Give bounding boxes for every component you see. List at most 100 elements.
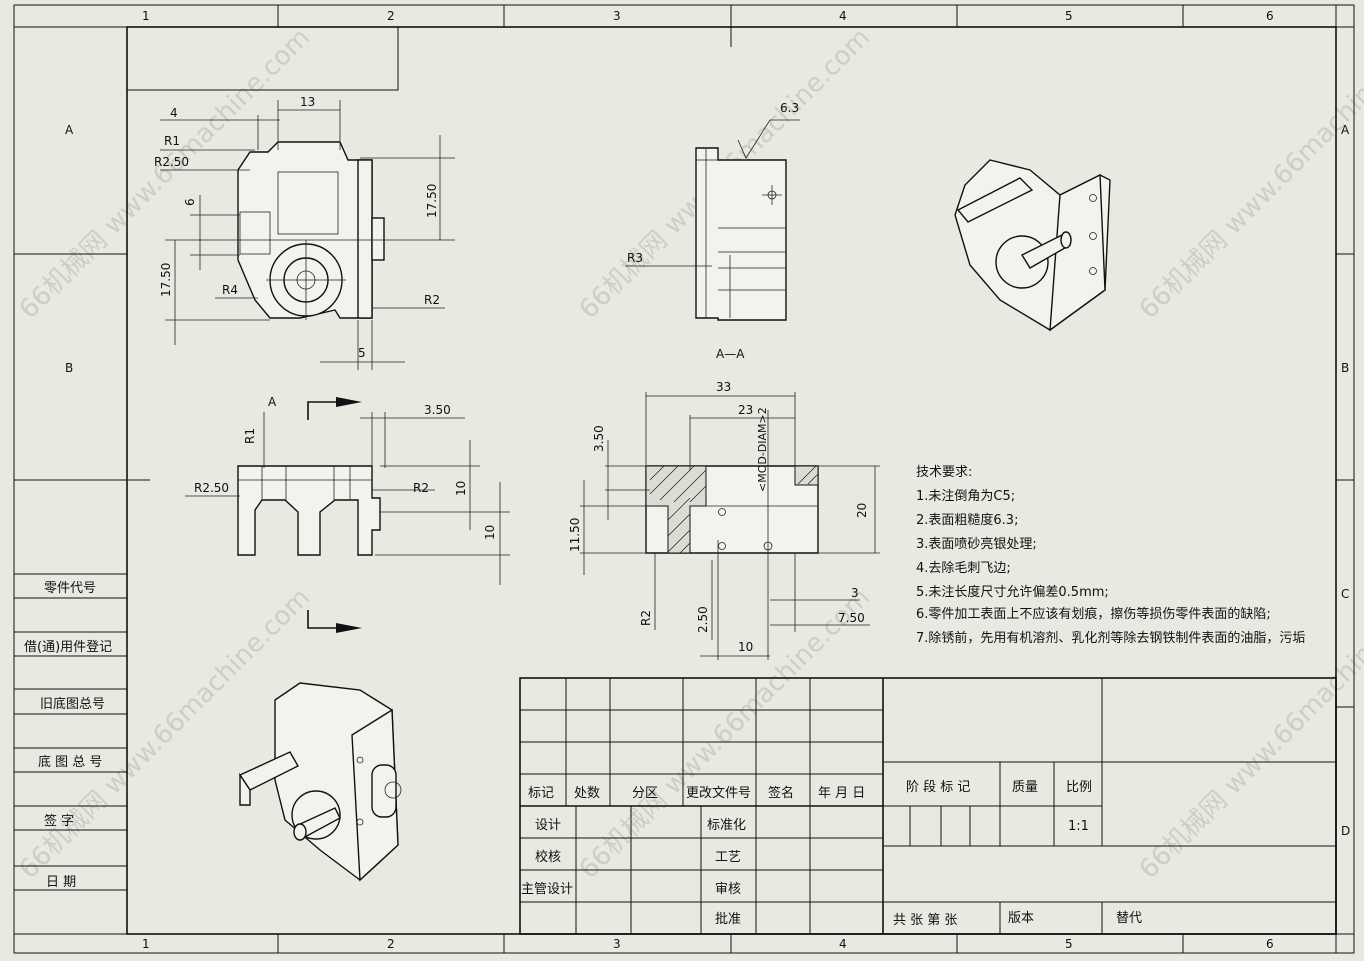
col-label: 2	[387, 937, 395, 951]
front-view: A R1 3.50 R2.50 R2 10 10	[185, 395, 510, 633]
tb-version: 版本	[1008, 911, 1034, 926]
watermark: 66机械网 www.66machine.com	[14, 583, 316, 885]
col-label: 1	[142, 937, 150, 951]
sec-dim-750: 7.50	[838, 611, 865, 625]
row-label: D	[1341, 824, 1350, 838]
left-registry: 零件代号 借(通)用件登记 旧底图总号 底 图 总 号 签 字 日 期	[14, 573, 127, 891]
top-view: 4 13 R1 R2.50 6 17.50 17.50 R4 R2 5	[154, 95, 455, 370]
front-dim-r1: R1	[243, 428, 257, 444]
dim-1750-left: 17.50	[159, 263, 173, 297]
watermark: 66机械网 www.66machine.com	[1134, 583, 1364, 885]
tech-req-item: 7.除锈前，先用有机溶剂、乳化剂等除去钢铁制件表面的油脂，污垢	[916, 630, 1305, 646]
front-dim-10a: 10	[454, 481, 468, 496]
dim-r2: R2	[424, 293, 440, 307]
isometric-view-bottom	[238, 682, 402, 882]
sec-dim-33: 33	[716, 380, 731, 394]
col-label: 1	[142, 9, 150, 23]
tb-change-doc: 更改文件号	[686, 786, 751, 801]
dim-6: 6	[183, 198, 197, 206]
front-dim-r250: R2.50	[194, 481, 229, 495]
borrowed-register-label: 借(通)用件登记	[24, 640, 112, 655]
side-dim-r3: R3	[627, 251, 643, 265]
tb-sign: 签名	[768, 785, 794, 801]
col-label: 3	[613, 9, 621, 23]
dim-4: 4	[170, 106, 178, 120]
front-dim-350: 3.50	[424, 403, 451, 417]
col-label: 5	[1065, 9, 1073, 23]
col-label: 3	[613, 937, 621, 951]
tech-req-item: 6.零件加工表面上不应该有划痕，擦伤等损伤零件表面的缺陷;	[916, 606, 1271, 622]
col-label: 6	[1266, 937, 1274, 951]
dim-1750-right: 17.50	[425, 184, 439, 218]
col-label: 4	[839, 9, 847, 23]
tb-count: 处数	[574, 786, 600, 801]
dim-13: 13	[300, 95, 315, 109]
row-label: A	[65, 123, 74, 137]
tb-approve: 批准	[715, 912, 741, 927]
tb-check: 校核	[535, 849, 561, 865]
watermark: 66机械网 www.66machine.com	[1134, 23, 1364, 325]
tb-zone: 分区	[632, 786, 658, 801]
section-label: A—A	[716, 347, 745, 361]
sec-dim-mod: <MOD-DIAM>2	[756, 407, 769, 492]
row-label: B	[1341, 361, 1349, 375]
date-label: 日 期	[46, 875, 76, 890]
dim-r4: R4	[222, 283, 238, 297]
tb-review: 审核	[715, 882, 741, 897]
signature-label: 签 字	[44, 813, 74, 829]
col-label: 5	[1065, 937, 1073, 951]
row-label: C	[1341, 587, 1349, 601]
tech-req-item: 3.表面喷砂亮银处理;	[916, 536, 1037, 552]
part-code-label: 零件代号	[44, 581, 96, 596]
col-label: 2	[387, 9, 395, 23]
tb-chief: 主管设计	[521, 882, 573, 897]
tb-date: 年 月 日	[818, 786, 865, 801]
tech-req-item: 5.未注长度尺寸允许偏差0.5mm;	[916, 584, 1109, 600]
dim-5: 5	[358, 346, 366, 360]
surface-finish: 6.3	[780, 101, 799, 115]
watermark: 66机械网 www.66machine.com	[574, 583, 876, 885]
sec-dim-23: 23	[738, 403, 753, 417]
sec-dim-3: 3	[851, 586, 859, 600]
tech-req-item: 4.去除毛刺飞边;	[916, 561, 1011, 576]
tb-scale-label: 比例	[1066, 780, 1092, 795]
view-a-label: A	[268, 395, 277, 409]
side-view: 6.3 R3 A—A	[625, 101, 800, 361]
front-dim-10b: 10	[483, 525, 497, 540]
sec-dim-20: 20	[855, 503, 869, 518]
hatch-lines	[649, 465, 819, 554]
title-block: 标记 处数 分区 更改文件号 签名 年 月 日 设计 标准化 校核 工艺 主管设…	[519, 677, 1337, 935]
front-dim-r2: R2	[413, 481, 429, 495]
row-label: A	[1341, 123, 1350, 137]
base-number-label: 底 图 总 号	[38, 754, 102, 770]
sec-dim-10: 10	[738, 640, 753, 654]
sec-dim-350: 3.50	[592, 425, 606, 452]
tb-scale-value: 1:1	[1068, 819, 1089, 834]
col-label: 4	[839, 937, 847, 951]
row-label: B	[65, 361, 73, 375]
tech-req-title: 技术要求:	[916, 465, 972, 480]
tb-replace: 替代	[1116, 911, 1142, 926]
dim-r1: R1	[164, 134, 180, 148]
watermarks: 66机械网 www.66machine.com 66机械网 www.66mach…	[14, 23, 1364, 885]
isometric-view-top	[954, 159, 1111, 332]
section-view: 33 23 <MOD-DIAM>2 3.50 11.50 20 3 7.50 R…	[568, 380, 880, 660]
tb-stage: 阶 段 标 记	[906, 780, 970, 795]
tb-mass: 质量	[1012, 780, 1038, 795]
tb-sheets: 共 张 第 张	[893, 913, 957, 928]
tb-standard: 标准化	[707, 818, 746, 833]
dim-r250: R2.50	[154, 155, 189, 169]
tech-req-item: 1.未注倒角为C5;	[916, 489, 1015, 504]
sec-dim-250: 2.50	[696, 606, 710, 633]
zone-labels: 1 2 3 4 5 6 1 2 3 4 5 6 A B A B C D	[65, 9, 1350, 951]
tb-process: 工艺	[715, 850, 741, 865]
sec-dim-1150: 11.50	[568, 518, 582, 552]
tech-req-item: 2.表面粗糙度6.3;	[916, 512, 1018, 528]
col-label: 6	[1266, 9, 1274, 23]
technical-requirements: 技术要求: 1.未注倒角为C5; 2.表面粗糙度6.3; 3.表面喷砂亮银处理;…	[916, 465, 1305, 646]
tb-design: 设计	[535, 818, 561, 833]
tb-mark: 标记	[528, 786, 554, 801]
old-base-number-label: 旧底图总号	[40, 696, 105, 712]
sec-dim-r2: R2	[639, 610, 653, 626]
